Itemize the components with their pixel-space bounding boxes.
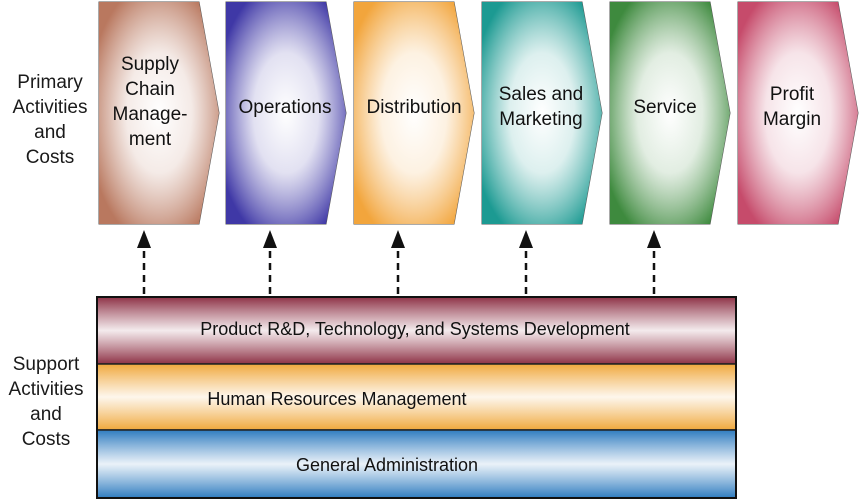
support-activities-frame <box>96 296 737 499</box>
support-label-line: Activities <box>8 379 84 400</box>
support-hr-label: Human Resources Management <box>207 389 467 409</box>
dashed-arrow-5 <box>647 230 661 294</box>
primary-label-line: Costs <box>25 147 75 168</box>
support-activities-label: Support Activities and Costs <box>0 352 94 452</box>
primary-label-line: and <box>34 122 66 143</box>
chevron-operations-highlight <box>226 2 346 224</box>
chevron-distribution-highlight <box>354 2 474 224</box>
chevron-sales-marketing-highlight <box>482 2 602 224</box>
support-band-hr-highlight <box>96 363 737 431</box>
primary-label-line: Activities <box>12 97 88 118</box>
support-band-admin-highlight <box>96 429 737 499</box>
dashed-arrow-1 <box>137 230 151 294</box>
support-rd-label: Product R&D, Technology, and Systems Dev… <box>200 319 630 339</box>
activity-supply-chain-label: Supply Chain Manage- ment <box>112 54 188 150</box>
activity-operations-label: Operations <box>238 97 332 118</box>
activity-profit-margin-label: Profit Margin <box>762 84 822 130</box>
chevron-supply-chain-highlight <box>99 2 219 224</box>
support-label-line: and <box>30 404 62 425</box>
support-label-line: Support <box>12 354 80 375</box>
activity-service-label: Service <box>633 97 697 118</box>
support-label-line: Costs <box>21 429 71 450</box>
primary-label-line: Primary <box>17 72 83 93</box>
chevron-service-highlight <box>610 2 730 224</box>
support-band-rd-highlight <box>96 296 737 365</box>
dashed-arrow-3 <box>391 230 405 294</box>
support-admin-label: General Administration <box>295 455 479 475</box>
activity-sales-marketing-label: Sales and Marketing <box>498 84 584 130</box>
dashed-arrow-4 <box>519 230 533 294</box>
chevron-profit-margin-highlight <box>738 2 858 224</box>
activity-distribution-label: Distribution <box>366 97 462 118</box>
dashed-arrow-2 <box>263 230 277 294</box>
primary-activities-label: Primary Activities and Costs <box>2 70 98 170</box>
